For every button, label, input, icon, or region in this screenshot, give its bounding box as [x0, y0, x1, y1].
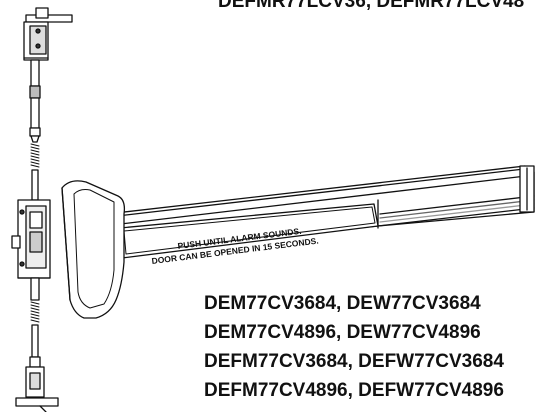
- upper-rod: [29, 59, 41, 201]
- push-bar-end-cap: [61, 180, 126, 319]
- bottom-latch-assembly: [15, 366, 59, 412]
- top-model-numbers: DEFMR77LCV36, DEFMR77LCV48: [218, 0, 525, 12]
- model-number-list: DEM77CV3684, DEW77CV3684 DEM77CV4896, DE…: [204, 289, 504, 405]
- top-latch-assembly: [23, 7, 73, 61]
- model-line: DEM77CV4896, DEW77CV4896: [204, 322, 481, 343]
- model-line: DEFM77CV4896, DEFW77CV4896: [204, 380, 504, 401]
- model-line: DEM77CV3684, DEW77CV3684: [204, 293, 481, 314]
- lower-rod: [29, 277, 41, 368]
- push-bar-label-plate: [119, 203, 379, 259]
- center-case: [11, 199, 51, 279]
- model-line: DEFM77CV3684, DEFW77CV3684: [204, 351, 504, 372]
